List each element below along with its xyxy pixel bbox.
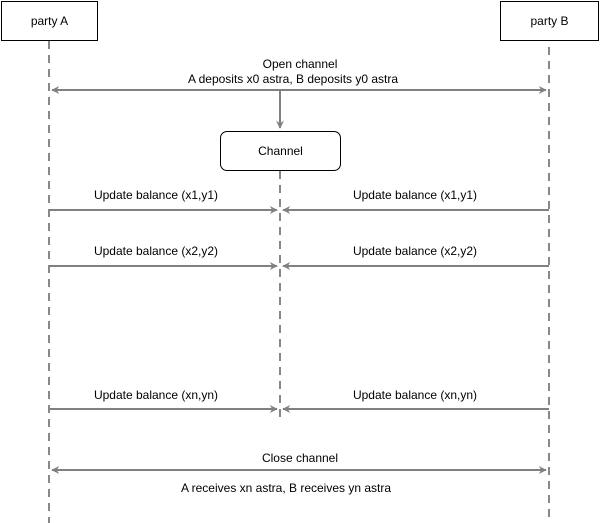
party-b-label: party B <box>530 14 569 28</box>
update-2-right-label: Update balance (x2,y2) <box>352 244 478 258</box>
close-channel-title: Close channel <box>261 451 339 465</box>
party-b-box: party B <box>500 1 599 41</box>
update-1-left-label: Update balance (x1,y1) <box>93 188 219 202</box>
update-1-right-label: Update balance (x1,y1) <box>352 188 478 202</box>
update-n-left-label: Update balance (xn,yn) <box>93 388 219 402</box>
party-a-label: party A <box>30 14 69 28</box>
close-channel-receives: A receives xn astra, B receives yn astra <box>180 481 392 495</box>
update-n-right-label: Update balance (xn,yn) <box>352 388 478 402</box>
party-a-box: party A <box>1 1 98 41</box>
open-channel-deposits: A deposits x0 astra, B deposits y0 astra <box>187 72 399 86</box>
open-channel-title: Open channel <box>262 57 338 71</box>
channel-box: Channel <box>220 131 341 171</box>
channel-label: Channel <box>258 144 303 158</box>
update-2-left-label: Update balance (x2,y2) <box>93 244 219 258</box>
